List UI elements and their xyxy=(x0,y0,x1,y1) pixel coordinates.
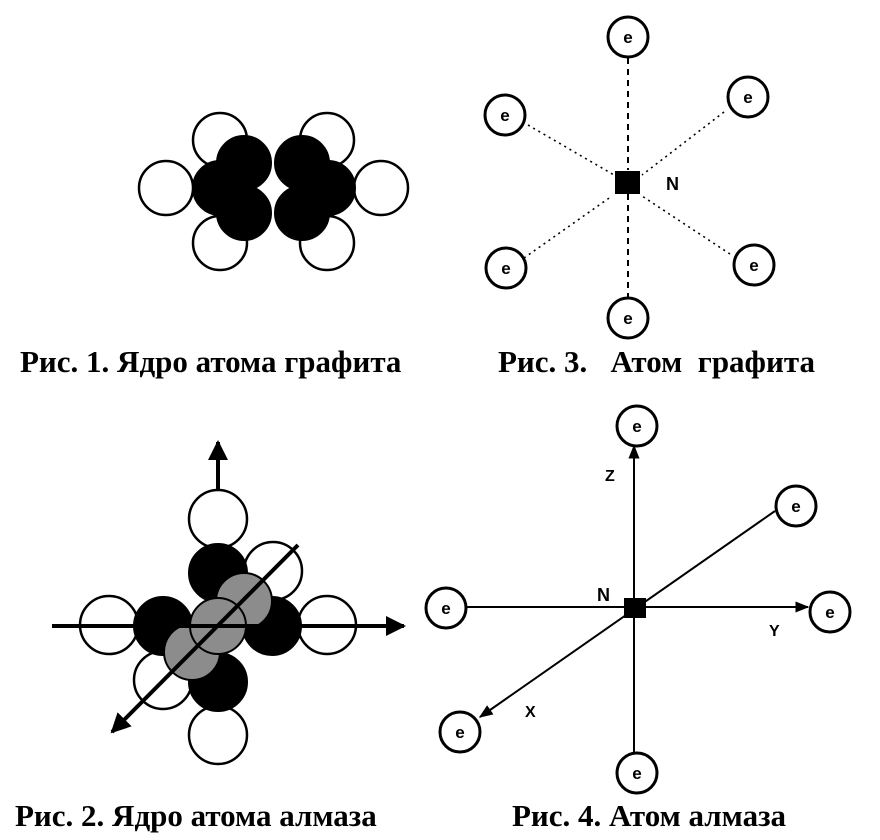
svg-text:e: e xyxy=(441,599,450,618)
svg-text:e: e xyxy=(455,723,464,742)
electron: e xyxy=(732,243,776,287)
electron: e xyxy=(483,93,527,137)
electron: e xyxy=(726,75,770,119)
electron: e xyxy=(615,751,659,795)
svg-text:e: e xyxy=(623,309,632,328)
bond-upper-right xyxy=(641,111,725,176)
electron: e xyxy=(808,590,852,634)
fig1-graphite-nucleus xyxy=(137,111,410,272)
nucleus-label: N xyxy=(666,174,679,194)
electron: e xyxy=(484,246,528,290)
nucleus-icon xyxy=(624,598,646,618)
axis-y-label: Y xyxy=(769,623,780,640)
nucleon-black xyxy=(274,185,330,241)
nucleon-white xyxy=(187,488,249,550)
nucleon-black xyxy=(216,185,272,241)
nucleus-center-gap xyxy=(261,176,285,200)
nucleon-white xyxy=(187,704,249,766)
svg-text:e: e xyxy=(749,256,758,275)
svg-text:e: e xyxy=(743,88,752,107)
svg-text:e: e xyxy=(623,28,632,47)
svg-text:e: e xyxy=(501,259,510,278)
bond-lower-left xyxy=(523,195,613,259)
svg-text:e: e xyxy=(791,497,800,516)
fig4-caption: Рис. 4. Атом алмаза xyxy=(512,798,787,833)
svg-text:e: e xyxy=(632,764,641,783)
fig2-diamond-nucleus xyxy=(52,440,406,766)
bond-lower-right xyxy=(641,195,731,255)
svg-text:e: e xyxy=(500,106,509,125)
nucleon-white xyxy=(137,159,195,217)
axis-x-label: X xyxy=(525,704,536,721)
electron: e xyxy=(615,404,659,448)
electron: e xyxy=(424,586,468,630)
svg-text:e: e xyxy=(632,417,641,436)
electron: e xyxy=(438,710,482,754)
fig4-diamond-atom: N Z Y X e e e e e e xyxy=(424,404,852,795)
axis-arrow-diagonal xyxy=(110,543,300,734)
fig1-caption: Рис. 1. Ядро атома графита xyxy=(20,344,402,379)
fig3-caption: Рис. 3. Атом графита xyxy=(498,344,815,379)
nucleus-label: N xyxy=(597,585,610,605)
electron: e xyxy=(774,484,818,528)
electron: e xyxy=(606,15,650,59)
bond-upper-left xyxy=(527,124,615,176)
nucleon-white xyxy=(352,159,410,217)
svg-text:e: e xyxy=(825,603,834,622)
nucleus-icon xyxy=(615,171,640,194)
fig2-caption: Рис. 2. Ядро атома алмаза xyxy=(15,798,377,833)
electron: e xyxy=(606,296,650,340)
fig3-graphite-atom: N e e e e e e xyxy=(483,15,776,340)
axis-z-label: Z xyxy=(605,468,615,485)
